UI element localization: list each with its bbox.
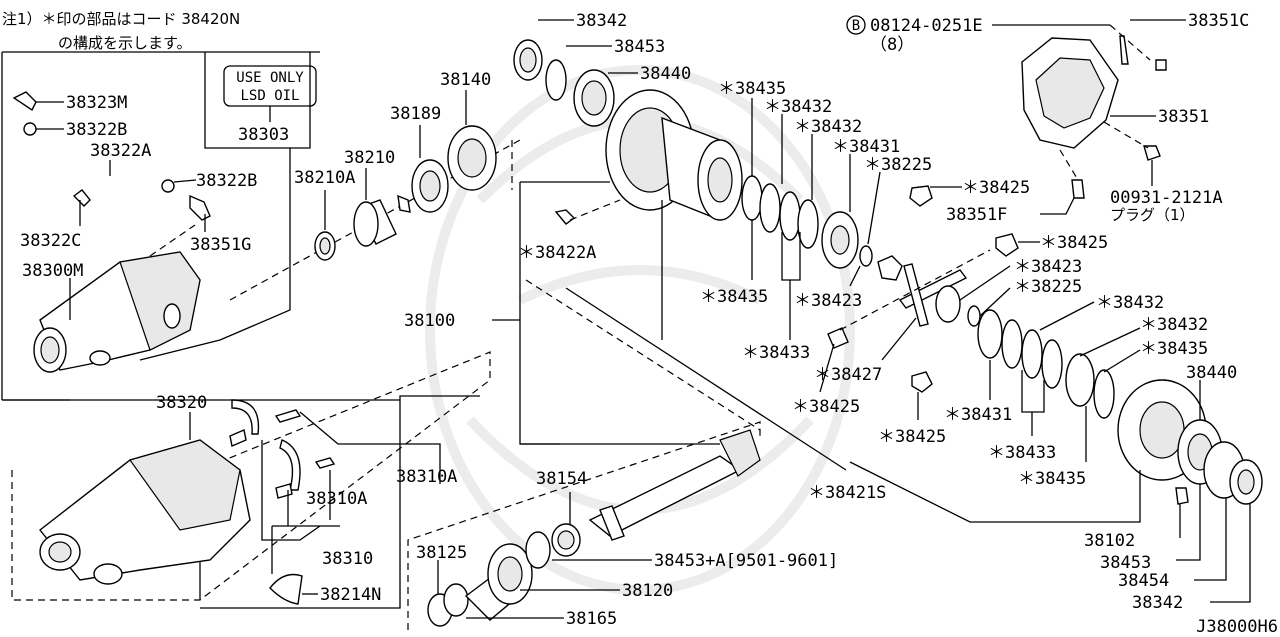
drive-pinion [588, 429, 761, 541]
breather-parts [12, 91, 211, 221]
label-38351: 38351 [1158, 107, 1209, 127]
label-38342-top: 38342 [576, 11, 627, 31]
label-38425-a: ＊38425 [962, 178, 1030, 198]
label-38425-c: ＊38425 [792, 397, 860, 417]
label-38125: 38125 [416, 543, 467, 563]
label-38303: 38303 [238, 125, 289, 145]
label-38423-a: ＊38423 [794, 291, 862, 311]
label-38425-b: ＊38425 [1040, 233, 1108, 253]
label-38189: 38189 [390, 104, 441, 124]
label-38435-b: ＊38435 [700, 287, 768, 307]
label-38432-c: ＊38432 [1096, 293, 1164, 313]
label-38427: ＊38427 [814, 365, 882, 385]
pinion-upper-parts [314, 125, 497, 261]
label-38322A: 38322A [90, 141, 151, 161]
label-38453A: 38453+A[9501-9601] [654, 551, 838, 571]
label-38225-a: ＊38225 [864, 155, 932, 175]
label-38433-b: ＊38433 [988, 443, 1056, 463]
label-38435-d: ＊38435 [1018, 469, 1086, 489]
ring-gear-diff-case [554, 89, 743, 225]
label-38210: 38210 [344, 148, 395, 168]
label-38310A-b: 38310A [306, 489, 367, 509]
label-38421S: ＊38421S [808, 483, 886, 503]
label-38342-bot: 38342 [1132, 593, 1183, 613]
label-38435-a: ＊38435 [718, 79, 786, 99]
diff-case-right [1117, 379, 1263, 505]
label-08124: 08124-0251E [870, 16, 983, 36]
label-38225-b: ＊38225 [1014, 277, 1082, 297]
label-38351F: 38351F [946, 205, 1007, 225]
label-38310: 38310 [322, 549, 373, 569]
label-38431-a: ＊38431 [832, 137, 900, 157]
lsd-plates-lower [977, 309, 1115, 419]
label-38322B-top: 38322B [66, 120, 127, 140]
label-38435-c: ＊38435 [1140, 339, 1208, 359]
note-line-2: の構成を示します。 [58, 34, 192, 52]
lsd-oil-label: USE ONLY LSD OIL [223, 65, 317, 107]
carrier-housing [39, 439, 251, 585]
carrier-caps [229, 399, 336, 605]
label-38453-bot: 38453 [1100, 553, 1151, 573]
lsd-box-line-2: LSD OIL [240, 88, 299, 104]
lsd-plates-upper [741, 175, 903, 281]
label-38423-b: ＊38423 [1014, 257, 1082, 277]
label-38310A-a: 38310A [396, 467, 457, 487]
label-38120: 38120 [622, 581, 673, 601]
label-38140: 38140 [440, 70, 491, 90]
label-38322C: 38322C [20, 231, 81, 251]
label-38351G: 38351G [190, 235, 251, 255]
label-38432-d: ＊38432 [1140, 315, 1208, 335]
label-38432-b: ＊38432 [794, 117, 862, 137]
label-38165: 38165 [566, 609, 617, 629]
label-38432-a: ＊38432 [764, 97, 832, 117]
label-38102: 38102 [1084, 531, 1135, 551]
label-38422A: ＊38422A [518, 243, 596, 263]
label-38154: 38154 [536, 469, 587, 489]
label-38433-a: ＊38433 [742, 343, 810, 363]
label-38320: 38320 [156, 393, 207, 413]
label-00931: 00931-2121A [1110, 188, 1223, 208]
label-38322B-mid: 38322B [196, 171, 257, 191]
differential-carrier [33, 251, 201, 373]
label-38453-top: 38453 [614, 37, 665, 57]
pinion-bearing-parts [427, 531, 551, 627]
rear-cover [1021, 35, 1167, 199]
diagram-code: J38000H6 [1196, 617, 1278, 637]
label-qty8: （8） [870, 35, 914, 55]
label-38323M: 38323M [66, 93, 127, 113]
note-line-1: 注1）＊印の部品はコード 38420N [2, 10, 240, 28]
label-b-circle: B [852, 18, 860, 34]
label-38351C: 38351C [1188, 11, 1249, 31]
label-38100: 38100 [404, 311, 455, 331]
lsd-box-line-1: USE ONLY [236, 70, 304, 86]
pinion-mates [827, 185, 1019, 393]
label-38431-b: ＊38431 [944, 405, 1012, 425]
label-plug: プラグ（1） [1110, 206, 1195, 224]
side-bearing-left [513, 39, 615, 127]
label-38214N: 38214N [320, 585, 381, 605]
label-38300M: 38300M [22, 261, 83, 281]
label-38425-d: ＊38425 [878, 427, 946, 447]
label-38454: 38454 [1118, 571, 1169, 591]
label-38440-right: 38440 [1186, 363, 1237, 383]
label-38210A: 38210A [294, 168, 355, 188]
label-38440-top: 38440 [640, 64, 691, 84]
